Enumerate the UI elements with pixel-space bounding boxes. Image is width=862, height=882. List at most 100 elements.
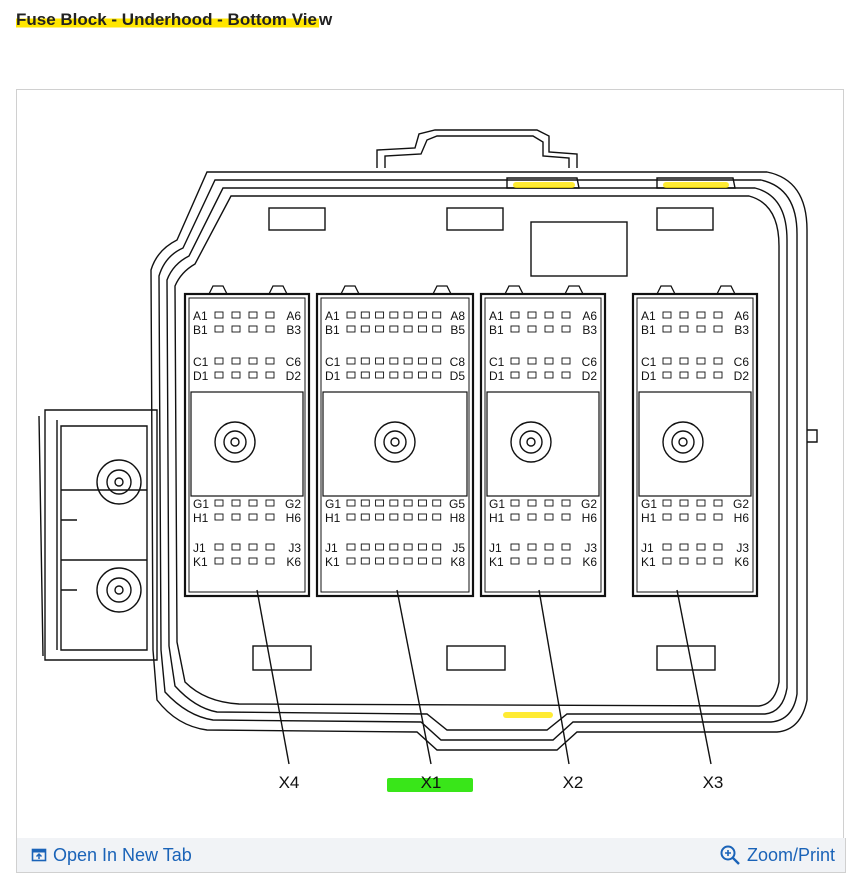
terminal-label: B5 <box>450 323 465 337</box>
pin-cavity <box>214 557 224 565</box>
terminal-label: K1 <box>325 555 340 569</box>
pin-cavity <box>510 311 520 319</box>
terminal-label: K8 <box>450 555 465 569</box>
terminal-label: G5 <box>449 497 465 511</box>
terminal-label: B3 <box>734 323 749 337</box>
terminal-label: A1 <box>193 309 208 323</box>
terminal-label: C6 <box>286 355 302 369</box>
clip-highlights <box>503 182 729 718</box>
pin-cavity <box>510 357 520 365</box>
pin-cavity <box>231 325 241 333</box>
pin-cavity <box>231 513 241 521</box>
pin-cavity <box>713 371 723 379</box>
pin-cavity <box>214 325 224 333</box>
pin-cavity <box>527 499 537 507</box>
terminal-label: D1 <box>325 369 341 383</box>
open-new-tab-icon <box>31 848 47 862</box>
pin-cavity <box>544 557 554 565</box>
terminal-label: B1 <box>325 323 340 337</box>
pin-cavity <box>417 499 427 507</box>
terminal-label: A1 <box>641 309 656 323</box>
pin-cavity <box>248 557 258 565</box>
terminal-label: H1 <box>325 511 341 525</box>
pin-cavity <box>346 371 356 379</box>
pin-cavity <box>214 543 224 551</box>
terminal-label: B1 <box>489 323 504 337</box>
terminal-label: C6 <box>582 355 598 369</box>
pin-cavity <box>389 357 399 365</box>
pin-cavity <box>662 371 672 379</box>
pin-cavity <box>544 499 554 507</box>
terminal-label: C8 <box>450 355 466 369</box>
pin-cavity <box>265 371 275 379</box>
pin-cavity <box>375 311 385 319</box>
pin-cavity <box>403 311 413 319</box>
terminal-label: K1 <box>489 555 504 569</box>
pin-cavity <box>231 557 241 565</box>
pin-cavity <box>696 543 706 551</box>
terminal-label: D2 <box>582 369 598 383</box>
pin-cavity <box>662 557 672 565</box>
pin-cavity <box>432 557 442 565</box>
pin-cavity <box>527 543 537 551</box>
pin-cavity <box>544 543 554 551</box>
pin-cavity <box>679 325 689 333</box>
pin-cavity <box>662 311 672 319</box>
pin-cavity <box>389 311 399 319</box>
pin-cavity <box>432 513 442 521</box>
pin-cavity <box>360 513 370 521</box>
pin-cavity <box>561 543 571 551</box>
pin-cavity <box>432 311 442 319</box>
pin-cavity <box>231 311 241 319</box>
pin-cavity <box>214 311 224 319</box>
pin-cavity <box>679 557 689 565</box>
pin-cavity <box>679 513 689 521</box>
terminal-label: J1 <box>325 541 338 555</box>
terminal-label: D1 <box>641 369 657 383</box>
open-in-new-tab-button[interactable]: Open In New Tab <box>31 842 192 868</box>
pin-cavity <box>417 371 427 379</box>
pin-cavity <box>679 371 689 379</box>
pin-cavity <box>417 311 427 319</box>
pin-cavity <box>561 325 571 333</box>
pin-cavity <box>432 371 442 379</box>
terminal-label: J3 <box>288 541 301 555</box>
terminal-label: G1 <box>193 497 209 511</box>
pin-cavity <box>713 543 723 551</box>
pin-cavity <box>389 325 399 333</box>
zoom-print-button[interactable]: Zoom/Print <box>719 842 835 868</box>
leader-lines <box>256 589 712 765</box>
terminal-label: G1 <box>641 497 657 511</box>
pin-cavity <box>561 499 571 507</box>
page-title-highlight: Fuse Block - Underhood - Bottom Vie <box>16 10 319 29</box>
pin-cavity <box>417 557 427 565</box>
pin-cavity <box>417 325 427 333</box>
pin-cavity <box>696 325 706 333</box>
pin-cavity <box>214 357 224 365</box>
pin-cavity <box>403 557 413 565</box>
terminal-label: H8 <box>450 511 466 525</box>
pin-cavity <box>662 357 672 365</box>
terminal-label: H1 <box>193 511 209 525</box>
terminal-label: C1 <box>193 355 209 369</box>
pin-cavity <box>417 513 427 521</box>
terminal-label: J1 <box>489 541 502 555</box>
pin-cavity <box>265 557 275 565</box>
pin-cavity <box>544 371 554 379</box>
pin-cavity <box>214 499 224 507</box>
terminal-label: C1 <box>489 355 505 369</box>
x1-highlight <box>387 778 473 792</box>
terminal-label: C1 <box>325 355 341 369</box>
page-title-tail: w <box>318 10 333 29</box>
zoom-magnifier-icon <box>720 845 740 865</box>
pin-cavity <box>231 543 241 551</box>
pin-cavity <box>265 499 275 507</box>
terminal-label: G2 <box>733 497 749 511</box>
pin-cavity <box>265 311 275 319</box>
pin-cavity <box>389 557 399 565</box>
pin-cavity <box>403 357 413 365</box>
